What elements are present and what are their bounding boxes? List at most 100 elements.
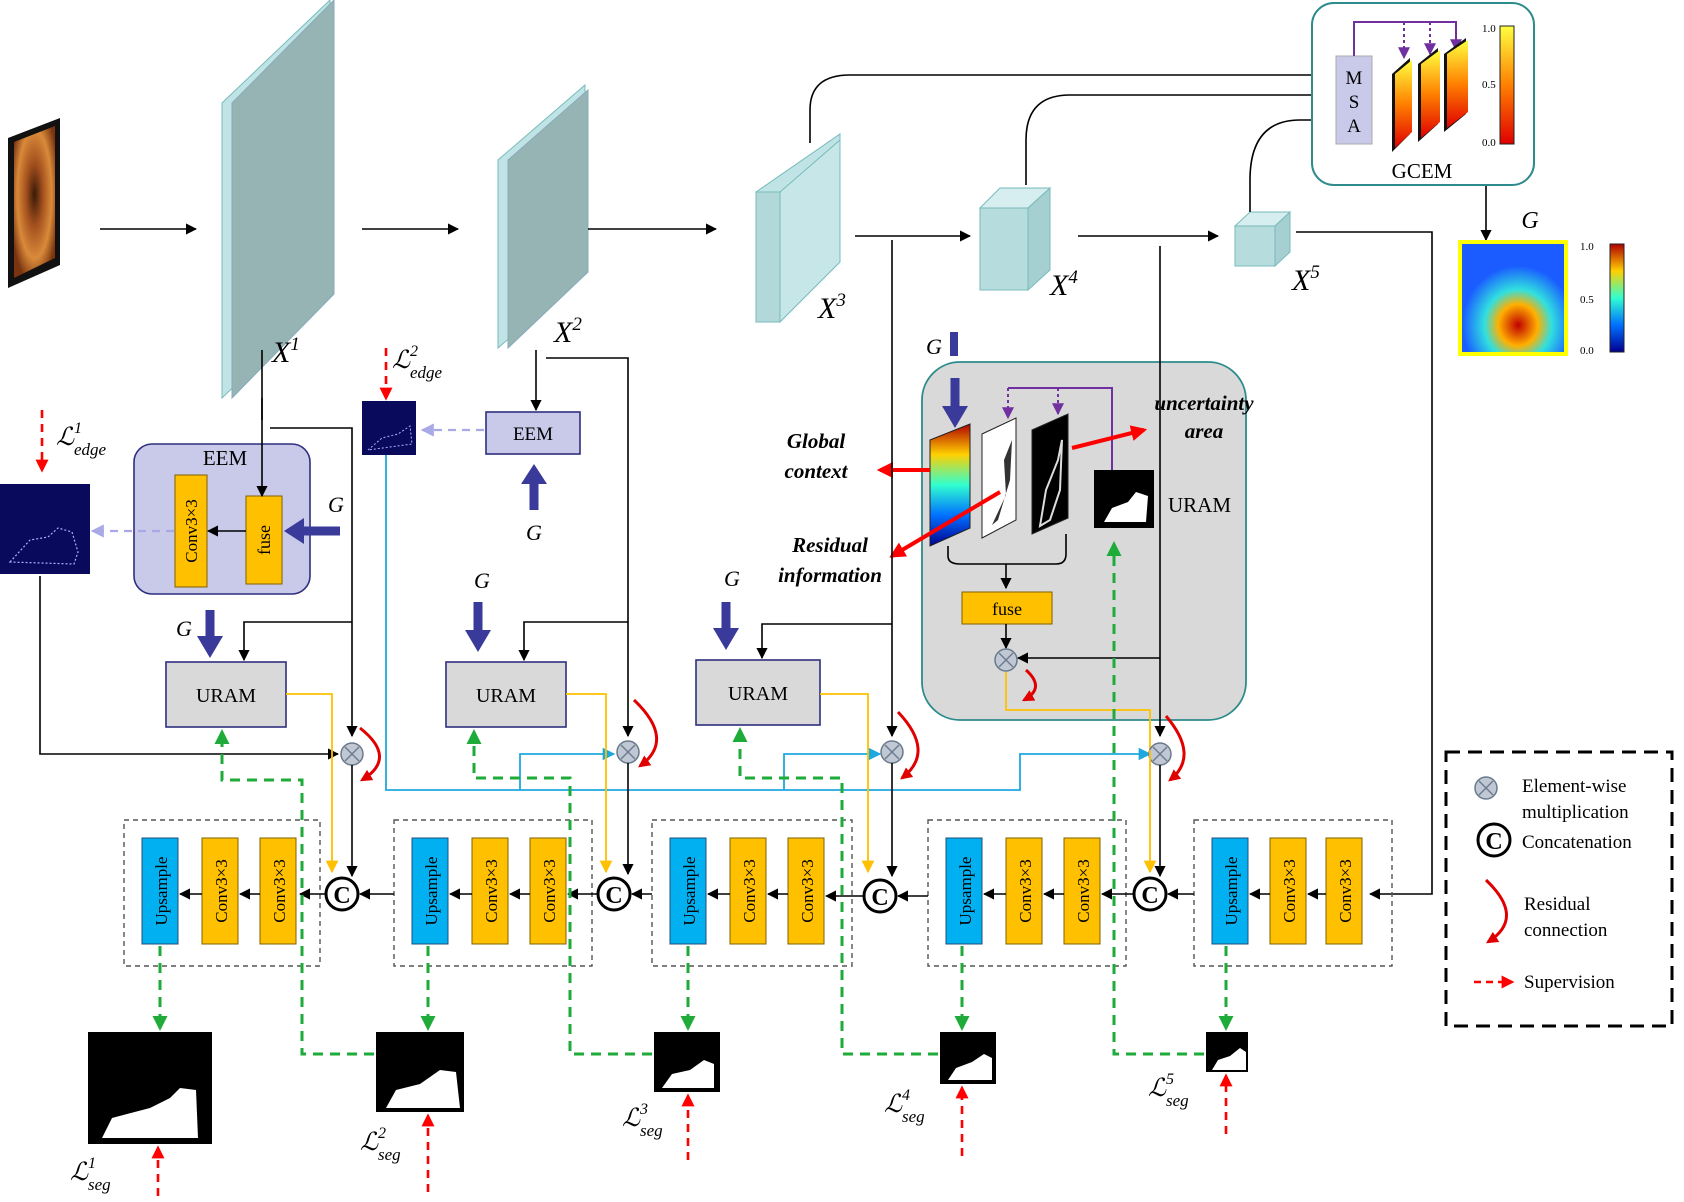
eem-title-2: EEM bbox=[513, 424, 553, 445]
uram-block-2: URAM bbox=[445, 661, 567, 728]
gcem-tick-05: 0.5 bbox=[1482, 79, 1496, 91]
decoder-stage-1: Upsample Conv3×3 Conv3×3 bbox=[123, 819, 321, 967]
dec4-conv-a-label: Conv3×3 bbox=[1016, 859, 1035, 922]
uncertainty-shape bbox=[1038, 439, 1063, 528]
eem-fuse-block bbox=[245, 495, 283, 585]
x2-label: X2 bbox=[553, 314, 582, 349]
concat-node-1: C bbox=[324, 876, 360, 912]
concat-symbol-3: C bbox=[871, 885, 888, 911]
uram-label-3: URAM bbox=[728, 683, 788, 705]
g-tick-1: 1.0 bbox=[1580, 241, 1594, 253]
gcem-title: GCEM bbox=[1392, 159, 1453, 183]
legend-supervision: Supervision bbox=[1524, 972, 1615, 993]
gcem-tick-0: 0.0 bbox=[1482, 137, 1496, 149]
multiply-node-2 bbox=[616, 740, 640, 764]
dec2-conv-b-label: Conv3×3 bbox=[540, 859, 559, 922]
uram3-g-label: G bbox=[724, 566, 740, 591]
uram1-g-label: G bbox=[176, 616, 192, 641]
eem-fuse-label: fuse bbox=[254, 525, 274, 555]
eem2-g-label: G bbox=[526, 520, 542, 545]
legend-concat-icon: C bbox=[1476, 822, 1512, 858]
dec4-upsample-label: Upsample bbox=[956, 857, 975, 926]
concat-symbol-2: C bbox=[605, 883, 622, 909]
gcem-tick-1: 1.0 bbox=[1482, 23, 1496, 35]
global-context-label-2: context bbox=[785, 459, 849, 483]
uram-detail-title: URAM bbox=[1168, 493, 1231, 517]
legend-elementwise-1: Element-wise bbox=[1522, 776, 1626, 797]
legend-residual-2: connection bbox=[1524, 920, 1608, 941]
x4-label: X4 bbox=[1049, 267, 1078, 302]
multiply-node-1 bbox=[340, 742, 364, 766]
msa-letter-a: A bbox=[1347, 116, 1361, 137]
dec5-conv-a-label: Conv3×3 bbox=[1280, 859, 1299, 922]
dec4-conv-b-label: Conv3×3 bbox=[1074, 859, 1093, 922]
concat-node-3: C bbox=[862, 878, 898, 914]
uncertainty-label-1: uncertainty bbox=[1154, 391, 1254, 415]
decoder-stage-5: Upsample Conv3×3 Conv3×3 bbox=[1193, 819, 1393, 967]
encoder-x3-slab bbox=[755, 133, 841, 324]
encoder-x5-cube bbox=[1233, 210, 1292, 268]
uram-block-1: URAM bbox=[165, 661, 287, 728]
eem-module-2 bbox=[485, 411, 581, 455]
encoder-x2-slab bbox=[497, 83, 589, 350]
uram-detail-g-label: G bbox=[926, 334, 942, 359]
eem-conv-block bbox=[174, 474, 208, 588]
edge-map-2 bbox=[362, 401, 416, 455]
x5-label: X5 bbox=[1291, 262, 1320, 297]
prediction-mask-2 bbox=[376, 1032, 464, 1112]
residual-label-2: information bbox=[778, 563, 882, 587]
msa-letter-s: S bbox=[1349, 92, 1360, 113]
prediction-mask-3 bbox=[654, 1032, 720, 1092]
legend-elementwise-2: multiplication bbox=[1522, 802, 1629, 823]
prediction-mask-4 bbox=[940, 1032, 996, 1084]
legend-concatenation: Concatenation bbox=[1522, 832, 1632, 853]
concat-symbol-1: C bbox=[333, 883, 350, 909]
uram-detail-fuse: fuse bbox=[992, 599, 1022, 619]
dec1-conv-a-label: Conv3×3 bbox=[212, 859, 231, 922]
decoder-stage-4: Upsample Conv3×3 Conv3×3 bbox=[927, 819, 1127, 967]
dec1-upsample-label: Upsample bbox=[152, 857, 171, 926]
residual-label-1: Residual bbox=[791, 533, 868, 557]
uram-label-1: URAM bbox=[196, 685, 256, 707]
eem-g-label: G bbox=[328, 492, 344, 517]
gcem-colorbar bbox=[1499, 25, 1515, 145]
msa-letter-m: M bbox=[1346, 68, 1363, 89]
global-context-label-1: Global bbox=[787, 429, 846, 453]
multiply-node-3 bbox=[880, 740, 904, 764]
legend-concat-symbol: C bbox=[1485, 829, 1502, 855]
multiply-node-4 bbox=[1148, 742, 1172, 766]
g-output-label: G bbox=[1521, 208, 1538, 234]
legend-residual-icon bbox=[1484, 878, 1508, 944]
x1-label: X1 bbox=[271, 334, 300, 369]
dec5-upsample-label: Upsample bbox=[1222, 857, 1241, 926]
dec3-conv-a-label: Conv3×3 bbox=[740, 859, 759, 922]
edge-map-1 bbox=[0, 484, 90, 574]
uram-label-2: URAM bbox=[476, 685, 536, 707]
uram-block-3: URAM bbox=[695, 659, 821, 726]
concat-node-4: C bbox=[1132, 876, 1168, 912]
residual-map bbox=[981, 417, 1017, 539]
legend: Element-wise multiplication C Concatenat… bbox=[1444, 750, 1674, 1028]
g-tick-05: 0.5 bbox=[1580, 294, 1594, 306]
concat-symbol-4: C bbox=[1141, 883, 1158, 909]
g-tick-0: 0.0 bbox=[1580, 345, 1594, 357]
residual-shape bbox=[992, 440, 1012, 525]
uncertainty-label-2: area bbox=[1185, 419, 1224, 443]
prediction-mask-5 bbox=[1206, 1032, 1248, 1072]
legend-multiply-icon bbox=[1474, 776, 1498, 800]
prediction-mask-1 bbox=[88, 1032, 212, 1144]
dec3-conv-b-label: Conv3×3 bbox=[798, 859, 817, 922]
dec2-upsample-label: Upsample bbox=[422, 857, 441, 926]
encoder-x4-cube bbox=[978, 186, 1052, 292]
eem-conv-label: Conv3×3 bbox=[182, 499, 201, 562]
decoder-stage-3: Upsample Conv3×3 Conv3×3 bbox=[651, 819, 853, 967]
dec3-upsample-label: Upsample bbox=[680, 857, 699, 926]
concat-node-2: C bbox=[596, 876, 632, 912]
